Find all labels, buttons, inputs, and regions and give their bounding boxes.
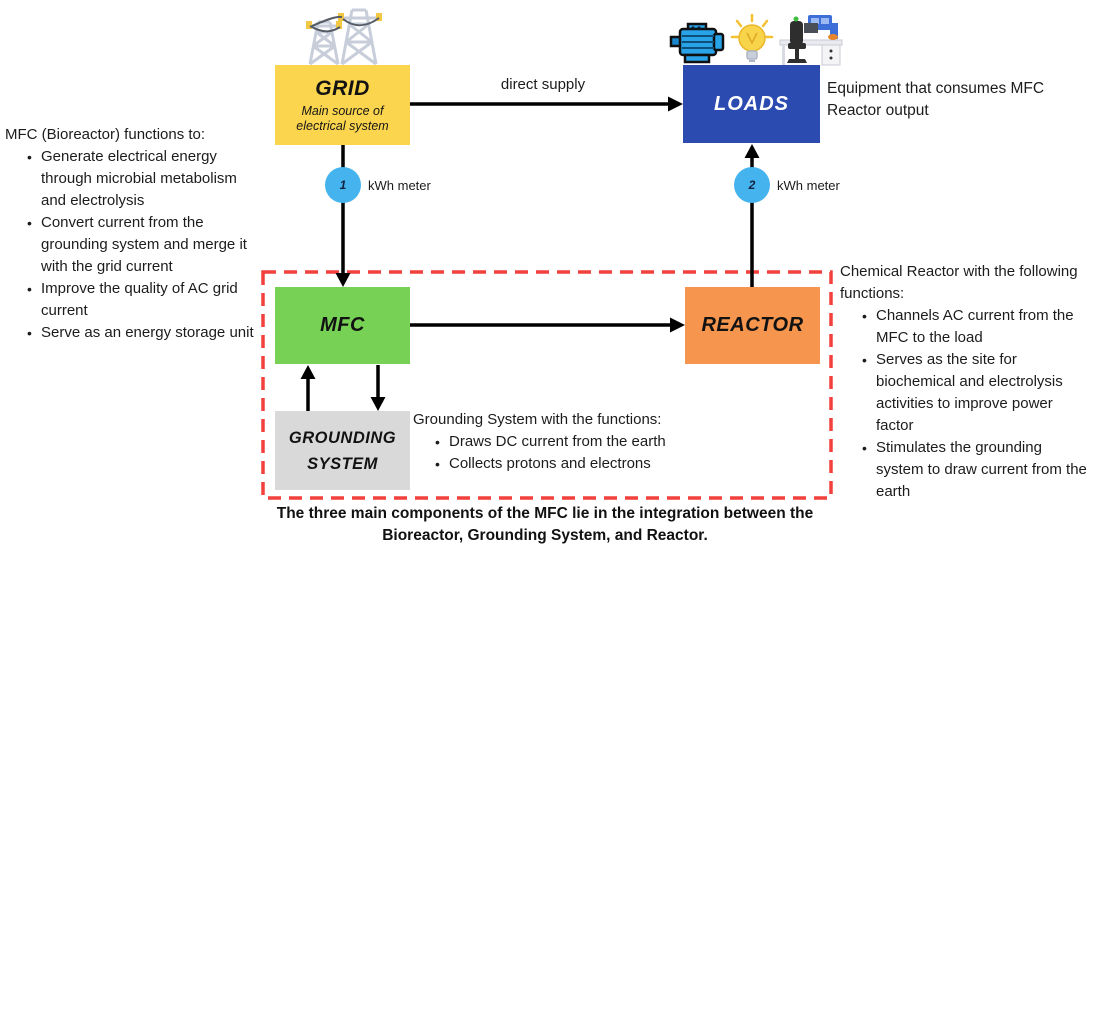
electric-motor-icon [669, 22, 725, 64]
arrowhead-mfc-to-reactor [670, 317, 685, 333]
grid-subtitle: Main source of electrical system [296, 103, 389, 133]
arrowhead-grounding-to-mfc [300, 365, 316, 379]
grounding-functions-panel: Grounding System with the functions: Dra… [413, 409, 723, 475]
grounding-system-label: GROUNDING SYSTEM [288, 428, 397, 473]
reactor-node: REACTOR [685, 287, 820, 364]
list-item: Collects protons and electrons [435, 453, 723, 475]
list-item: Draws DC current from the earth [435, 431, 723, 453]
lightbulb-icon [730, 13, 774, 62]
grid-node: GRID Main source of electrical system [275, 65, 410, 145]
kwh-meter-2-badge: 2 [734, 167, 770, 203]
reactor-label: REACTOR [701, 314, 804, 336]
grounding-functions-list: Draws DC current from the earth Collects… [413, 431, 723, 475]
arrowhead-mfc-to-grounding [370, 397, 386, 411]
power-lines [309, 15, 380, 33]
arrowhead-grid-to-loads [668, 96, 683, 112]
mfc-functions-list: Generate electrical energy through micro… [5, 146, 263, 344]
loads-node: LOADS [683, 65, 820, 143]
grounding-system-node: GROUNDING SYSTEM [275, 411, 410, 490]
diagram-caption: The three main components of the MFC lie… [276, 505, 814, 544]
loads-label: LOADS [714, 92, 789, 115]
kwh-meter-1-badge: 1 [325, 167, 361, 203]
loads-note: Equipment that consumes MFC Reactor outp… [827, 80, 1045, 119]
list-item: Serve as an energy storage unit [27, 322, 263, 344]
mfc-functions-panel: MFC (Bioreactor) functions to: Generate … [5, 124, 263, 344]
list-item: Improve the quality of AC grid current [27, 278, 263, 322]
arrowhead-grid-to-mfc [335, 273, 351, 287]
list-item: Stimulates the grounding system to draw … [862, 437, 1092, 503]
kwh-meter-2-label: kWh meter [777, 178, 840, 193]
transmission-towers-icon [306, 8, 382, 66]
arrowhead-reactor-to-loads [744, 144, 760, 158]
reactor-functions-panel: Chemical Reactor with the following func… [840, 261, 1092, 503]
direct-supply-label: direct supply [500, 76, 586, 93]
computer-workstation-icon [779, 15, 843, 66]
list-item: Channels AC current from the MFC to the … [862, 305, 1092, 349]
list-item: Serves as the site for biochemical and e… [862, 349, 1092, 437]
kwh-meter-1-label: kWh meter [368, 178, 431, 193]
mfc-functions-title: MFC (Bioreactor) functions to: [5, 126, 206, 143]
reactor-functions-list: Channels AC current from the MFC to the … [840, 305, 1092, 503]
grounding-functions-title: Grounding System with the functions: [413, 411, 662, 428]
list-item: Convert current from the grounding syste… [27, 212, 263, 278]
grid-label: GRID [315, 76, 370, 100]
list-item: Generate electrical energy through micro… [27, 146, 263, 212]
mfc-label: MFC [320, 314, 365, 336]
reactor-functions-title: Chemical Reactor with the following func… [840, 263, 1078, 302]
mfc-node: MFC [275, 287, 410, 364]
